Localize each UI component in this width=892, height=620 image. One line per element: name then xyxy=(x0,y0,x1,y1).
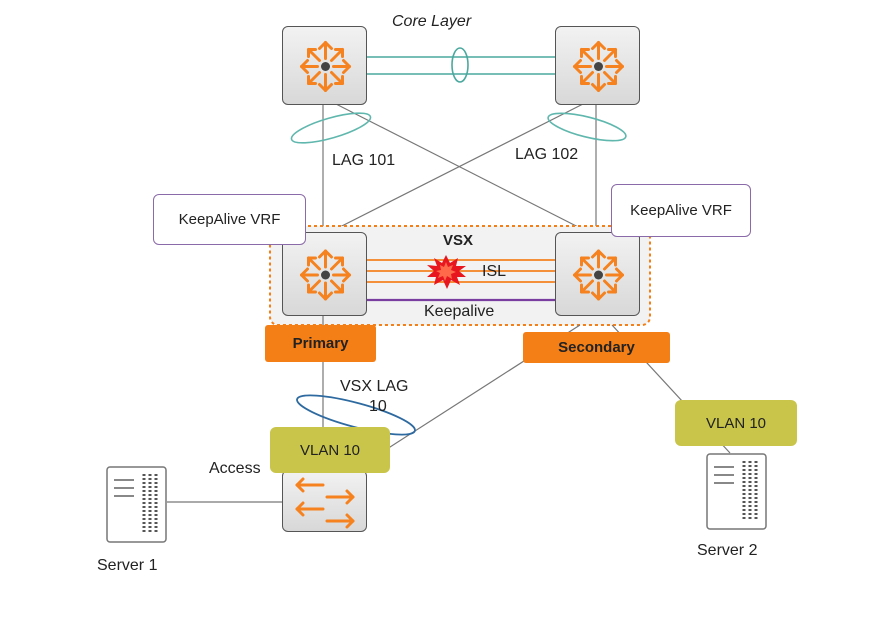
link-core1-vsx2 xyxy=(335,103,589,233)
router-arrows-icon xyxy=(573,249,624,301)
vsx-label: VSX xyxy=(443,232,474,249)
vsx-lag-ellipse xyxy=(296,394,416,436)
vlan-right-badge: VLAN 10 xyxy=(675,400,797,446)
core-layer-label: Core Layer xyxy=(392,13,472,30)
access-switch[interactable] xyxy=(282,470,367,532)
server-tower-icon xyxy=(706,453,767,530)
vlan-left-badge: VLAN 10 xyxy=(270,427,390,473)
core-switch-2[interactable] xyxy=(555,26,640,105)
vsx-lag-label-line1: VSX LAG xyxy=(340,378,409,395)
vsx-lag-label-line2: 10 xyxy=(369,398,387,415)
core-lag-ellipse xyxy=(451,47,469,83)
switch-arrows-icon xyxy=(295,477,355,529)
server-2[interactable] xyxy=(706,453,767,530)
primary-badge: Primary xyxy=(265,325,376,362)
router-arrows-icon xyxy=(573,41,624,92)
keepalive-label: Keepalive xyxy=(424,303,495,320)
lag-102-label: LAG 102 xyxy=(515,146,579,163)
vsx-switch-primary[interactable] xyxy=(282,232,367,316)
access-label: Access xyxy=(209,460,261,477)
lag-101-ellipse xyxy=(290,112,372,144)
vsx-switch-secondary[interactable] xyxy=(555,232,640,316)
keepalive-vrf-left: KeepAlive VRF xyxy=(153,194,306,245)
isl-label: ISL xyxy=(482,263,507,280)
server-2-label: Server 2 xyxy=(697,542,758,559)
router-arrows-icon xyxy=(300,41,351,92)
secondary-badge: Secondary xyxy=(523,332,670,363)
server-1-label: Server 1 xyxy=(97,557,158,574)
burst-icon-glow xyxy=(436,262,456,281)
link-core2-vsx1 xyxy=(329,103,584,233)
keepalive-vrf-right: KeepAlive VRF xyxy=(611,184,751,237)
lag-102-ellipse xyxy=(547,112,627,142)
lag-101-label: LAG 101 xyxy=(332,152,396,169)
server-tower-icon xyxy=(106,466,167,543)
router-arrows-icon xyxy=(300,249,351,301)
core-switch-1[interactable] xyxy=(282,26,367,105)
server-1[interactable] xyxy=(106,466,167,543)
